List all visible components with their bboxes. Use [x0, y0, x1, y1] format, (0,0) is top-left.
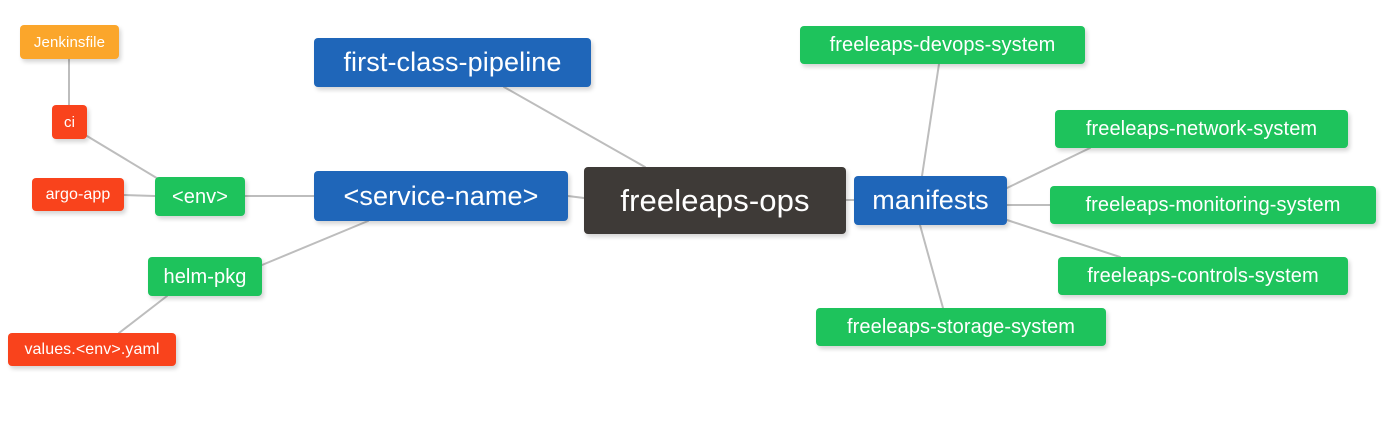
- node-freeleaps-controls-system[interactable]: freeleaps-controls-system: [1058, 257, 1348, 295]
- node-helm-pkg[interactable]: helm-pkg: [148, 257, 262, 296]
- node-label-manifests: manifests: [872, 185, 989, 215]
- edge-manifests-to-freeleaps-network-system: [1006, 147, 1091, 189]
- node-label-values-env-yaml: values.<env>.yaml: [24, 340, 160, 358]
- edge-service-name-to-helm-pkg: [261, 220, 369, 266]
- node-label-freeleaps-devops-system: freeleaps-devops-system: [829, 34, 1056, 56]
- node-label-freeleaps-ops: freeleaps-ops: [620, 183, 810, 218]
- node-freeleaps-network-system[interactable]: freeleaps-network-system: [1055, 110, 1348, 148]
- node-label-jenkinsfile: Jenkinsfile: [33, 33, 106, 51]
- edge-ci-to-env: [86, 135, 161, 181]
- node-label-argo-app: argo-app: [45, 185, 111, 203]
- node-env[interactable]: <env>: [155, 177, 245, 216]
- node-label-freeleaps-network-system: freeleaps-network-system: [1085, 118, 1318, 140]
- node-jenkinsfile[interactable]: Jenkinsfile: [20, 25, 119, 59]
- node-label-first-class-pipeline: first-class-pipeline: [343, 47, 562, 77]
- node-values-env-yaml[interactable]: values.<env>.yaml: [8, 333, 176, 366]
- node-freeleaps-devops-system[interactable]: freeleaps-devops-system: [800, 26, 1085, 64]
- node-freeleaps-storage-system[interactable]: freeleaps-storage-system: [816, 308, 1106, 346]
- node-freeleaps-monitoring-system[interactable]: freeleaps-monitoring-system: [1050, 186, 1376, 224]
- node-label-freeleaps-storage-system: freeleaps-storage-system: [846, 316, 1076, 338]
- node-label-env: <env>: [171, 185, 229, 208]
- node-argo-app[interactable]: argo-app: [32, 178, 124, 211]
- edge-manifests-to-freeleaps-controls-system: [1006, 219, 1121, 258]
- node-manifests[interactable]: manifests: [854, 176, 1007, 225]
- edge-manifests-to-freeleaps-storage-system: [919, 224, 944, 309]
- edge-argo-app-to-env: [123, 194, 156, 197]
- node-service-name[interactable]: <service-name>: [314, 171, 568, 221]
- node-label-service-name: <service-name>: [343, 180, 539, 211]
- edge-service-name-to-freeleaps-ops: [567, 195, 585, 199]
- node-label-freeleaps-controls-system: freeleaps-controls-system: [1087, 265, 1319, 287]
- node-ci[interactable]: ci: [52, 105, 87, 139]
- edge-first-class-pipeline-to-freeleaps-ops: [503, 86, 646, 168]
- node-label-ci: ci: [63, 113, 76, 131]
- node-freeleaps-ops[interactable]: freeleaps-ops: [584, 167, 846, 234]
- node-label-freeleaps-monitoring-system: freeleaps-monitoring-system: [1085, 194, 1341, 216]
- node-first-class-pipeline[interactable]: first-class-pipeline: [314, 38, 591, 87]
- edge-manifests-to-freeleaps-devops-system: [921, 63, 940, 177]
- edge-helm-pkg-to-values-env-yaml: [118, 295, 168, 334]
- node-label-helm-pkg: helm-pkg: [163, 265, 247, 288]
